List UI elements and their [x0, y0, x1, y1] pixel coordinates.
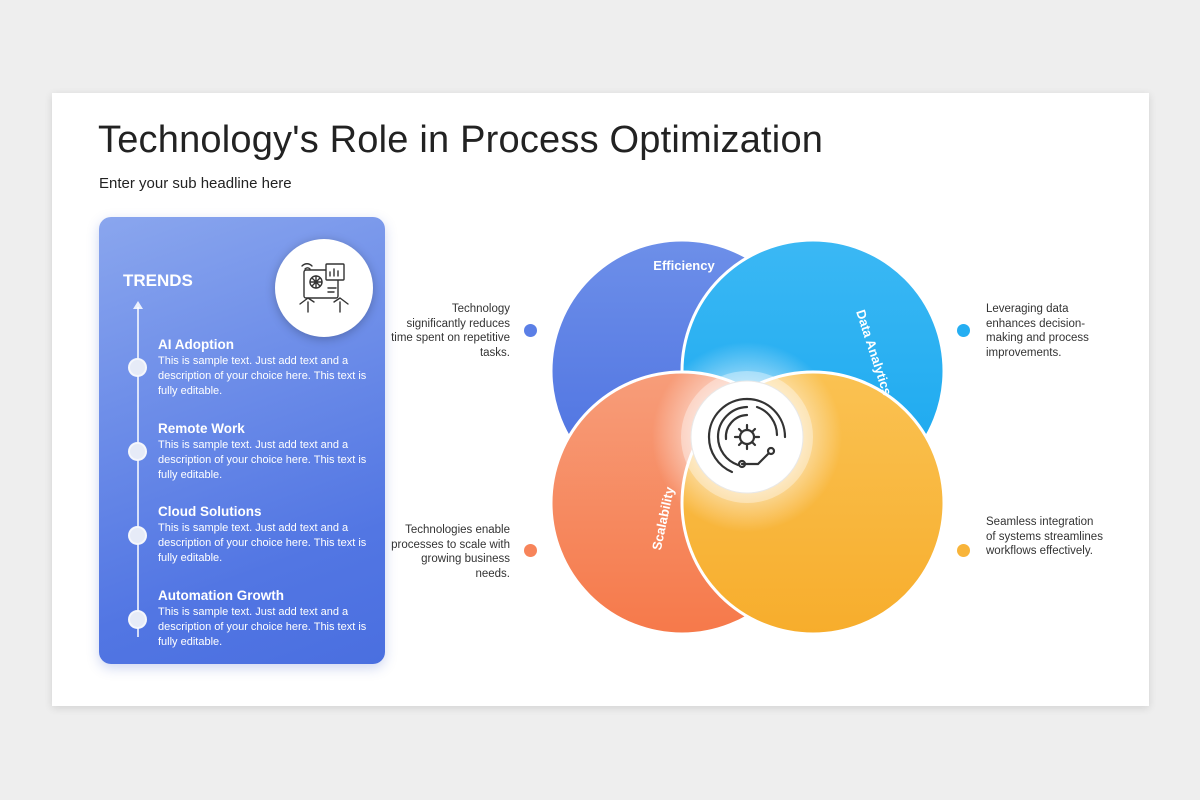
- timeline-dot: [128, 526, 147, 545]
- note-dot-scalability: [524, 544, 537, 557]
- note-efficiency: Technology significantly reduces time sp…: [391, 303, 510, 359]
- note-integration: Seamless integration of systems streamli…: [986, 516, 1103, 557]
- note-dot-efficiency: [524, 324, 537, 337]
- note-scalability: Technologies enable processes to scale w…: [391, 524, 510, 580]
- trend-desc: This is sample text. Just add text and a…: [158, 606, 367, 648]
- timeline-dot: [128, 442, 147, 461]
- gear-speed-icon: [707, 397, 787, 474]
- page-subtitle: Enter your sub headline here: [99, 175, 292, 192]
- trend-title: Automation Growth: [158, 588, 284, 603]
- trend-desc: This is sample text. Just add text and a…: [158, 439, 367, 481]
- trends-panel: TRENDS AI Adoption This is sample text. …: [99, 217, 385, 664]
- page-title: Technology's Role in Process Optimizatio…: [98, 119, 824, 161]
- trend-item: Remote Work This is sample text. Just ad…: [158, 421, 373, 483]
- note-dot-data-analytics: [957, 324, 970, 337]
- note-data-analytics: Leveraging data enhances decision-making…: [986, 303, 1089, 359]
- petal-diagram: Efficiency Data Analytics Scalability In…: [542, 238, 952, 672]
- technology-tablet-icon: [275, 239, 373, 337]
- trend-title: AI Adoption: [158, 337, 234, 352]
- note-dot-integration: [957, 544, 970, 557]
- trend-item: Cloud Solutions This is sample text. Jus…: [158, 504, 373, 566]
- timeline-arrow-icon: [133, 301, 143, 309]
- trend-desc: This is sample text. Just add text and a…: [158, 355, 367, 397]
- petal-label-efficiency: Efficiency: [653, 258, 715, 273]
- trends-heading: TRENDS: [123, 271, 193, 290]
- trend-item: AI Adoption This is sample text. Just ad…: [158, 337, 373, 399]
- timeline-dot: [128, 358, 147, 377]
- trend-desc: This is sample text. Just add text and a…: [158, 522, 367, 564]
- trend-item: Automation Growth This is sample text. J…: [158, 588, 373, 650]
- timeline-line: [137, 307, 139, 637]
- slide: Technology's Role in Process Optimizatio…: [52, 93, 1149, 706]
- timeline-dot: [128, 610, 147, 629]
- trend-title: Remote Work: [158, 421, 245, 436]
- trend-title: Cloud Solutions: [158, 504, 262, 519]
- petal-label-integration: Integration: [832, 657, 900, 672]
- center-circle: [690, 380, 804, 494]
